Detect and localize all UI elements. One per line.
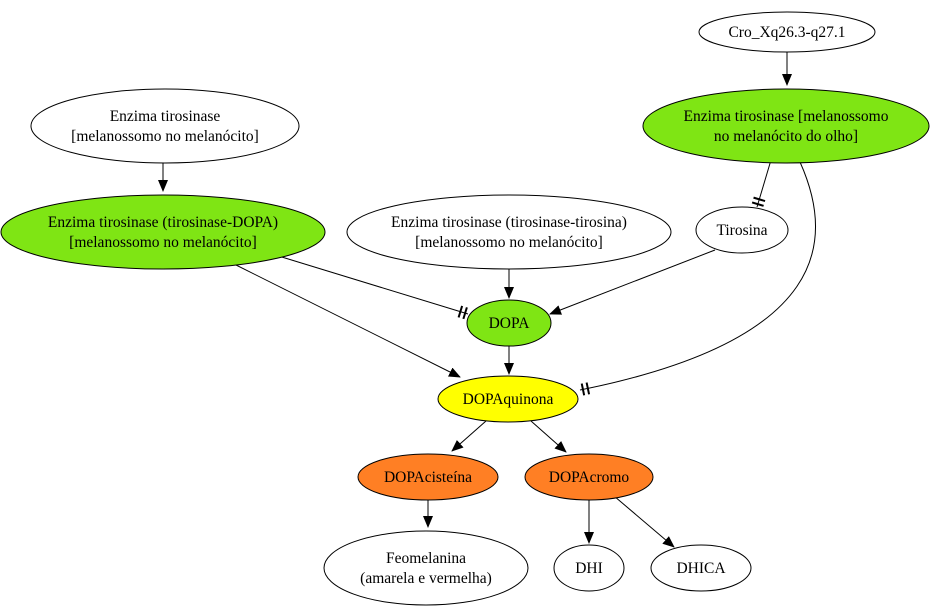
inhibition-bar <box>751 201 764 207</box>
node-label: Enzima tirosinase (tirosinase-DOPA) <box>48 214 278 231</box>
node-label: no melanócito do olho] <box>714 128 858 145</box>
node-dopacromo: DOPAcromo <box>524 453 654 501</box>
node-dopaquinona: DOPAquinona <box>437 375 579 423</box>
node-label: [melanossomo no melanócito] <box>415 234 603 251</box>
node-label: DHI <box>575 560 603 577</box>
edge-tyr_dopa-to-dopaquinona <box>233 263 461 378</box>
node-ellipse <box>466 299 552 347</box>
node-ellipse <box>437 375 579 423</box>
node-ellipse <box>698 11 876 53</box>
node-label: [melanossomo no melanócito] <box>69 234 257 251</box>
edge-dopaquinona-to-dopacromo <box>530 420 567 453</box>
node-ellipse <box>695 206 789 254</box>
inhibition-bar <box>457 305 464 318</box>
node-label: DOPAcromo <box>549 469 630 486</box>
node-label: Feomelanina <box>386 550 466 567</box>
node-label: DOPAcisteína <box>384 469 472 486</box>
node-ellipse <box>323 530 529 606</box>
node-ellipse <box>524 453 654 501</box>
node-tirosina: Tirosina <box>695 206 789 254</box>
node-ellipse <box>30 88 300 164</box>
node-feomelanina: Feomelanina (amarela e vermelha) <box>323 530 529 606</box>
inhibition-bar <box>753 196 766 203</box>
node-ellipse <box>0 194 326 270</box>
node-tyr_dopa: Enzima tirosinase (tirosinase-DOPA) [mela… <box>0 194 326 270</box>
edge-tirosina-to-dopa <box>549 249 716 315</box>
node-label: [melanossomo no melanócito] <box>71 128 259 145</box>
node-ellipse <box>642 88 930 164</box>
node-tyr_tyr: Enzima tirosinase (tirosinase-tirosina) [… <box>346 194 672 270</box>
node-label: Cro_Xq26.3-q27.1 <box>728 24 845 41</box>
edge-dopaquinona-to-dopacisteina <box>451 420 487 452</box>
node-dopa: DOPA <box>466 299 552 347</box>
node-label: (amarela e vermelha) <box>360 570 492 587</box>
node-label: DHICA <box>676 560 726 577</box>
node-label: Enzima tirosinase <box>110 108 221 125</box>
node-dopacisteina: DOPAcisteína <box>357 453 499 501</box>
node-dhica: DHICA <box>650 544 752 592</box>
node-ellipse <box>553 544 625 592</box>
node-ellipse <box>346 194 672 270</box>
node-label: DOPAquinona <box>463 391 554 408</box>
node-tyr_eye: Enzima tirosinase [melanossomo no melanóc… <box>642 88 930 164</box>
edges-layer <box>158 52 816 548</box>
node-label: DOPA <box>489 315 531 332</box>
inhibition-bar <box>585 382 591 395</box>
edge-dopacromo-to-dhica <box>613 495 675 548</box>
edge-tyr_eye-to-dopaquinona <box>579 161 816 391</box>
node-label: Tirosina <box>716 222 767 239</box>
inhibition-bar <box>462 307 468 320</box>
inhibition-bar <box>580 383 586 396</box>
edge-tyr_dopa-to-dopa <box>271 253 469 315</box>
node-tyr_mel: Enzima tirosinase [melanossomo no melanóc… <box>30 88 300 164</box>
node-ellipse <box>357 453 499 501</box>
node-cro: Cro_Xq26.3-q27.1 <box>698 11 876 53</box>
node-label: Enzima tirosinase (tirosinase-tirosina) <box>391 214 627 231</box>
node-dhi: DHI <box>553 544 625 592</box>
node-ellipse <box>650 544 752 592</box>
node-label: Enzima tirosinase [melanossomo <box>684 108 889 125</box>
